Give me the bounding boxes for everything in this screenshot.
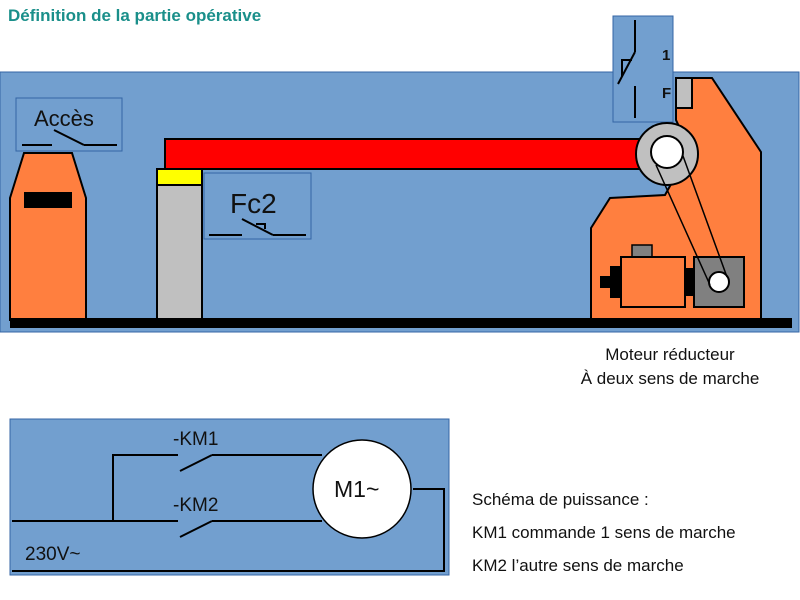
power-note: KM2 l’autre sens de marche	[472, 556, 684, 575]
drive-pulley-hub	[650, 135, 684, 169]
barrier-post	[156, 184, 203, 321]
fc2-label: Fc2	[230, 188, 277, 219]
power-wiring	[12, 454, 445, 572]
motor-caption: Moteur réducteur À deux sens de marche	[560, 343, 780, 391]
km1-label: -KM1	[173, 429, 218, 450]
motor-body	[620, 256, 686, 308]
barrier-post-top	[156, 168, 203, 186]
barrier-arm	[164, 138, 646, 170]
supply-label: 230V~	[25, 544, 80, 565]
motor-terminal-box	[631, 244, 653, 258]
fc1-switch-symbol	[617, 20, 636, 118]
km2-label: -KM2	[173, 495, 218, 516]
page-title: Définition de la partie opérative	[8, 6, 262, 25]
acces-switch-symbol	[22, 129, 117, 146]
fc2-switch-symbol	[209, 218, 306, 236]
access-slot	[24, 192, 72, 208]
acces-switch-box	[15, 97, 123, 152]
motor-caption-line-2: À deux sens de marche	[580, 369, 760, 388]
motor-rear-shaft	[600, 276, 610, 288]
motor-rear-cap	[610, 266, 621, 298]
motor-symbol	[312, 439, 412, 539]
fc1-label-top: 1	[662, 47, 670, 64]
motor-label: M1~	[334, 476, 379, 502]
power-notes: Schéma de puissance : KM1 commande 1 sen…	[472, 483, 736, 582]
fc1-actuator	[675, 77, 693, 109]
ground	[10, 318, 792, 328]
fc1-label-bottom: F	[662, 85, 671, 102]
motor-coupling	[685, 268, 695, 296]
power-note: KM1 commande 1 sens de marche	[472, 523, 736, 542]
drive-belt	[655, 155, 728, 286]
power-note: Schéma de puissance :	[472, 490, 649, 509]
motor-caption-line-1: Moteur réducteur	[605, 345, 735, 364]
acces-label: Accès	[34, 106, 94, 131]
access-booth	[9, 152, 87, 321]
